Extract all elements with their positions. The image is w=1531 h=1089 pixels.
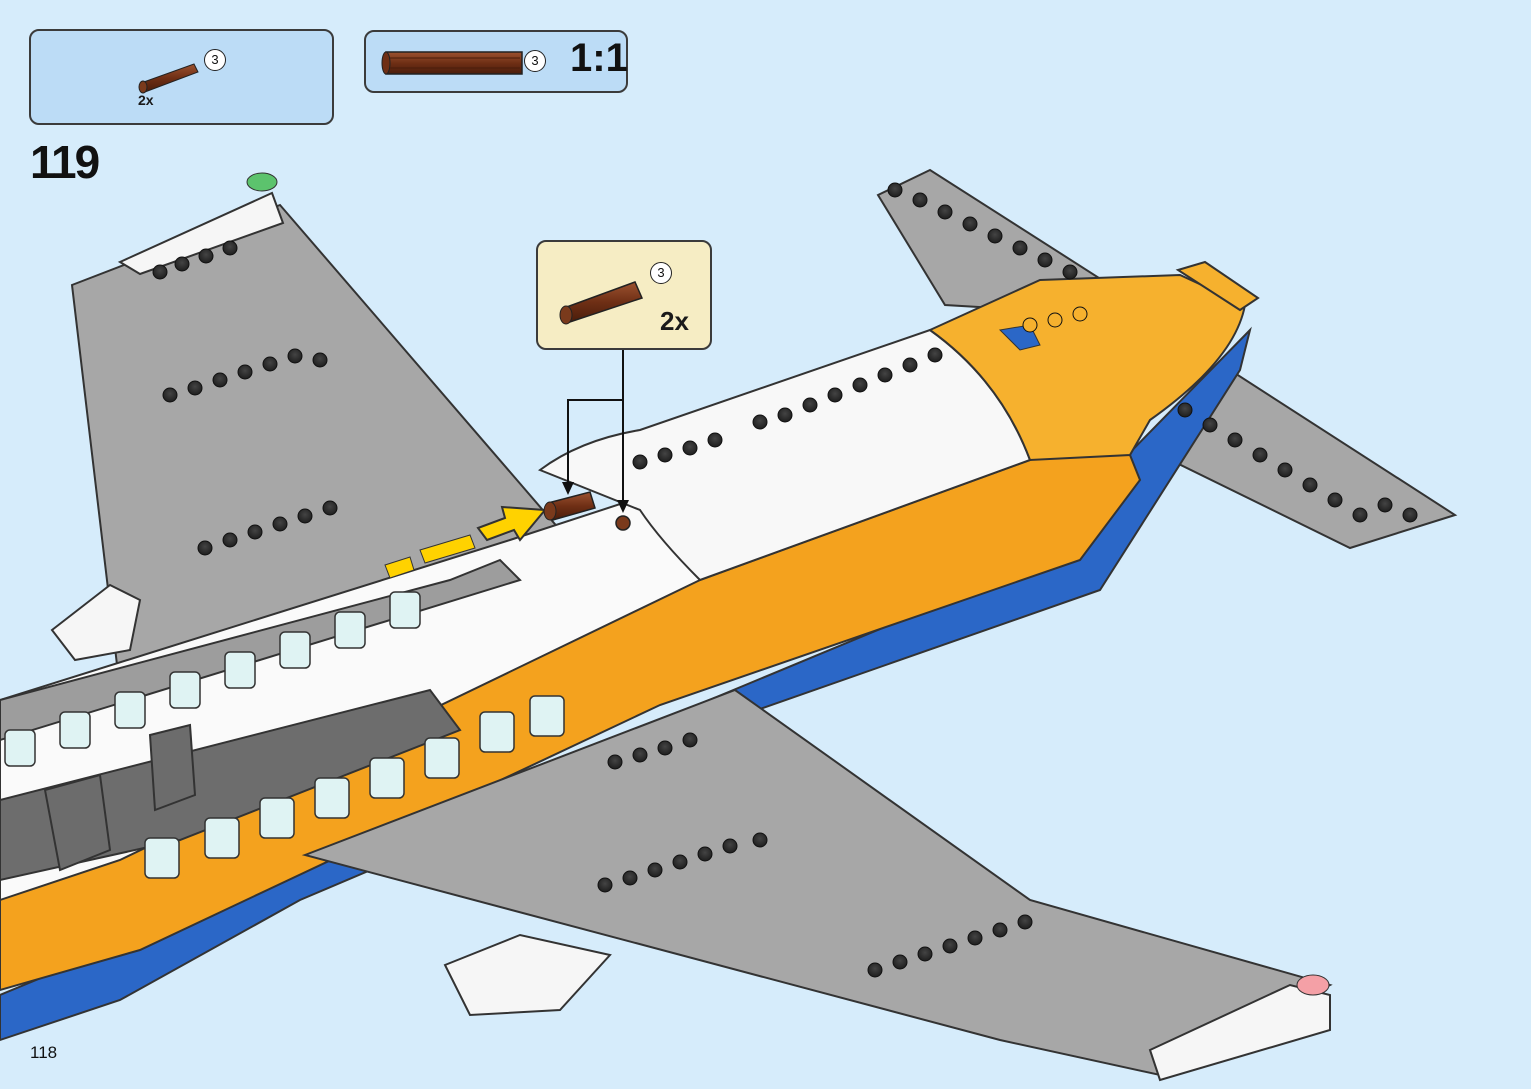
- callout-arrowhead-1: [562, 482, 574, 495]
- part-quantity: 2x: [138, 92, 154, 108]
- scale-length-mark: 3: [524, 50, 546, 72]
- callout-quantity: 2x: [660, 306, 689, 337]
- step-number: 119: [30, 135, 98, 189]
- part-length-mark: 3: [204, 49, 226, 71]
- scale-label: 1:1: [570, 36, 628, 81]
- callout-bar-icon: [550, 270, 650, 330]
- sub-step-callout: 3 2x: [536, 240, 712, 350]
- parts-list-panel: 3 2x: [29, 29, 334, 125]
- callout-length-mark: 3: [650, 262, 672, 284]
- page-number: 118: [30, 1043, 57, 1063]
- bar-scale-icon: [380, 48, 530, 78]
